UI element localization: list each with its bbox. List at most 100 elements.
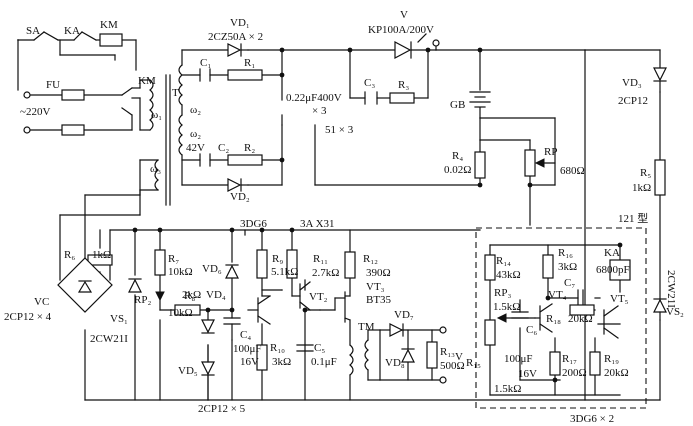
label-vt3: VT₃ <box>366 281 385 293</box>
label-w2a: ω₂ <box>190 104 201 116</box>
fuse-fu <box>61 89 85 101</box>
label-c3: C₃ <box>364 77 375 89</box>
transistor-vt1 <box>257 295 271 325</box>
label-vd7: VD₇ <box>394 309 414 321</box>
diode-vd7 <box>389 323 404 337</box>
trigger-wiring <box>159 229 351 401</box>
label-rp2: RP₂ <box>134 294 151 306</box>
label-vmeter: V <box>455 351 463 363</box>
label-vt5: VT₅ <box>610 293 629 305</box>
label-r17: R₁₇ <box>562 353 577 365</box>
label-r14-val: 43kΩ <box>496 269 521 281</box>
rp2-wiper <box>155 291 165 302</box>
resistor-r10 <box>256 344 268 371</box>
label-r5-val: 1kΩ <box>632 182 651 194</box>
transistor-vt4 <box>534 303 553 333</box>
mains-neutral-terminal <box>23 126 31 134</box>
label-w2b: ω₂ <box>190 128 201 140</box>
label-r17-val: 200Ω <box>562 367 587 379</box>
label-rp3-val: 1.5kΩ <box>493 301 520 313</box>
diode-vd5 <box>201 361 215 376</box>
label-r9: R₉ <box>272 253 283 265</box>
label-sa: SA <box>26 25 40 37</box>
label-c7-val: 6800pF <box>596 264 630 276</box>
potentiometer-rp <box>524 149 536 177</box>
label-r15-val: 1.5kΩ <box>494 383 521 395</box>
label-vd3-type: 2CP12 <box>618 95 648 107</box>
label-mains: ~220V <box>20 106 50 118</box>
label-rp: RP <box>544 146 557 158</box>
label-v: V <box>400 9 408 21</box>
label-c4: C₄ <box>240 329 251 341</box>
resistor-r16 <box>542 254 554 279</box>
diode-vd6 <box>225 264 239 279</box>
label-vd8: VD₈ <box>385 357 405 369</box>
label-c3-val: 0.22μF400V <box>286 92 342 104</box>
label-w3: ω₃ <box>150 163 161 175</box>
label-r10-val: 3kΩ <box>272 356 291 368</box>
label-c5: C₅ <box>314 342 325 354</box>
thyristor-v <box>394 41 412 59</box>
rp-wiper <box>534 158 545 168</box>
label-r1: R₁ <box>244 57 255 69</box>
label-vd3: VD₃ <box>622 77 642 89</box>
label-r13-val: 500Ω <box>440 360 465 372</box>
junction-dots <box>132 47 623 383</box>
label-r12-val: 390Ω <box>366 267 391 279</box>
label-c4-val: 100μF <box>233 343 262 355</box>
diode-vd2 <box>227 178 242 192</box>
resistor-r11 <box>286 249 298 279</box>
resistor-r1 <box>227 69 263 81</box>
resistor-r4 <box>474 151 486 179</box>
transistor-vt3 <box>319 291 351 323</box>
resistor-r7 <box>154 249 166 276</box>
transistor-vt5 <box>603 305 619 339</box>
label-rp2-val2: 10kΩ <box>168 307 193 319</box>
label-vd1-type: 2CZ50A × 2 <box>208 31 263 43</box>
resistor-r18 <box>569 304 595 316</box>
label-km-top: KM <box>100 19 118 31</box>
label-c2: C₂ <box>218 142 229 154</box>
resistor-r14 <box>484 254 496 281</box>
km-contacts <box>121 87 141 116</box>
label-3ax31: 3A X31 <box>300 218 335 230</box>
transformer-t <box>139 64 183 206</box>
mains-live-terminal <box>23 91 31 99</box>
mains-wiring <box>17 31 137 131</box>
fuse-neutral <box>61 124 85 136</box>
module-121-boundary <box>475 227 647 409</box>
resistor-r15 <box>484 319 496 346</box>
label-r11: R₁₁ <box>313 253 328 265</box>
output-terminal-bottom <box>439 376 447 384</box>
label-r7: R₇ <box>168 253 179 265</box>
resistor-r3 <box>389 92 415 104</box>
resistor-r8 <box>174 304 201 316</box>
label-r4-val: 0.02Ω <box>444 164 471 176</box>
label-gb: GB <box>450 99 465 111</box>
label-vt3-type: BT35 <box>366 294 392 306</box>
label-c7: C₇ <box>564 277 575 289</box>
label-r2: R₂ <box>244 142 255 154</box>
resistor-r9 <box>256 249 268 279</box>
label-r15: R₁₅ <box>466 357 481 369</box>
gate-terminal <box>432 39 440 47</box>
bridge-diode-icon <box>77 280 93 293</box>
label-r6: R₆ <box>64 249 75 261</box>
label-fu: FU <box>46 79 60 91</box>
relay-coil-km <box>99 33 123 47</box>
label-r18-val: 20kΩ <box>568 313 593 325</box>
label-r8: R₈ <box>184 290 195 302</box>
label-v-type: KP100A/200V <box>368 24 434 36</box>
label-r16: R₁₆ <box>558 247 573 259</box>
label-vd2: VD₂ <box>230 191 250 203</box>
resistor-r6 <box>87 254 113 266</box>
label-42v: 42V <box>186 142 205 154</box>
label-ka-top: KA <box>64 25 80 37</box>
rp3-wiper <box>496 313 507 323</box>
label-r6-val: 1kΩ <box>92 249 111 261</box>
label-t: T <box>172 87 179 99</box>
label-vs2-type: 2CW21I <box>665 270 677 308</box>
diode-vd1 <box>227 43 242 57</box>
label-model121: 121 型 <box>618 211 648 225</box>
